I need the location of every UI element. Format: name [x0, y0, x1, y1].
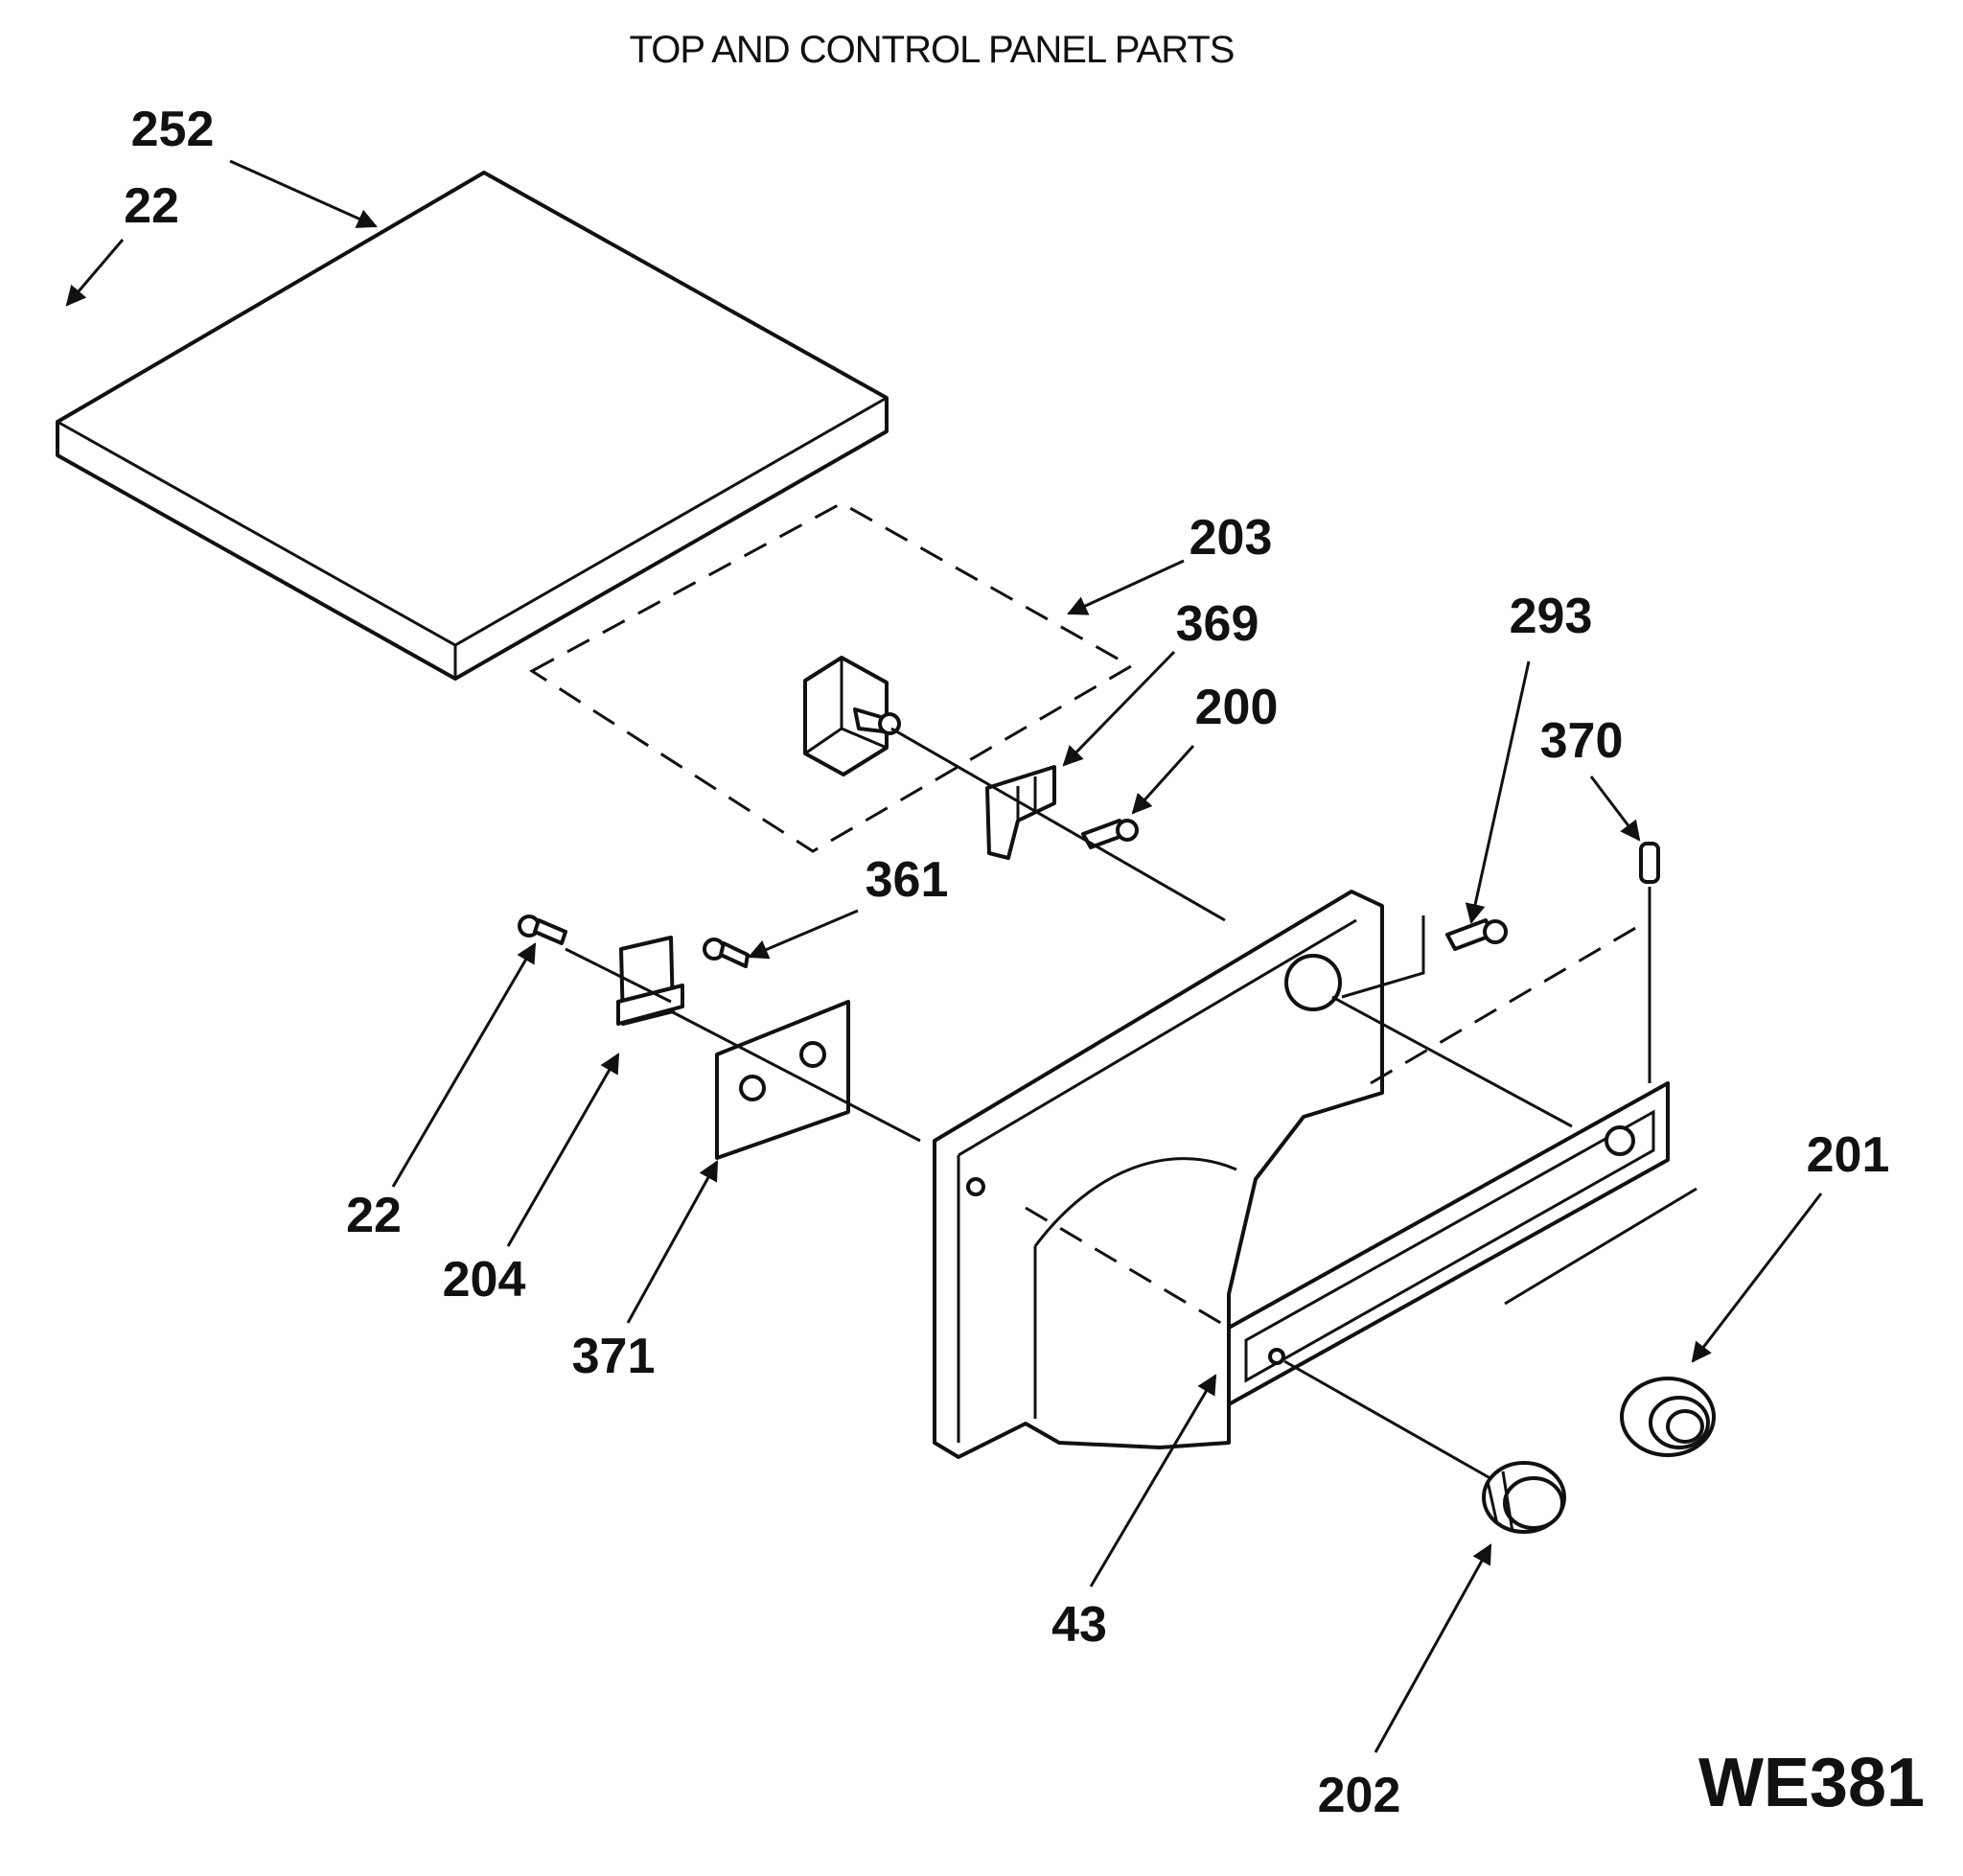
screw-293 — [1445, 918, 1508, 951]
callout-200: 200 — [1195, 680, 1279, 735]
callout-361: 361 — [866, 852, 949, 908]
callout-203: 203 — [1189, 510, 1273, 566]
knob-201 — [1620, 1377, 1716, 1457]
hinge-bracket-204 — [565, 936, 684, 1026]
pin-370 — [1639, 842, 1660, 1083]
diagram-title: TOP AND CONTROL PANEL PARTS — [630, 29, 1235, 71]
screw-22-lower — [518, 915, 567, 945]
callout-293: 293 — [1510, 589, 1593, 644]
knob-202 — [1482, 1461, 1566, 1534]
callout-202: 202 — [1318, 1768, 1401, 1823]
callout-252: 252 — [131, 102, 215, 157]
wire-lead — [1283, 915, 1697, 1483]
front-control-strip — [1227, 1081, 1670, 1406]
screw-200 — [1081, 819, 1139, 849]
centerline-dashed — [1025, 918, 1650, 1330]
callout-204: 204 — [443, 1252, 526, 1308]
switch-bracket — [985, 765, 1056, 860]
mounting-plate-371 — [670, 1000, 921, 1160]
diagram-code: WE381 — [1698, 1745, 1925, 1821]
screw-361 — [703, 938, 750, 968]
callout-22-top: 22 — [124, 178, 179, 234]
callout-370: 370 — [1540, 713, 1624, 769]
callout-371: 371 — [572, 1329, 656, 1384]
callout-201: 201 — [1807, 1127, 1890, 1183]
top-panel — [56, 171, 889, 681]
rotary-switch — [803, 656, 901, 776]
callout-369: 369 — [1176, 596, 1259, 652]
callout-22-bottom: 22 — [346, 1188, 402, 1243]
callout-43: 43 — [1051, 1597, 1107, 1653]
control-panel-housing — [933, 890, 1384, 1459]
centerline-switch — [890, 727, 1226, 922]
leader-lines — [65, 159, 1823, 1753]
